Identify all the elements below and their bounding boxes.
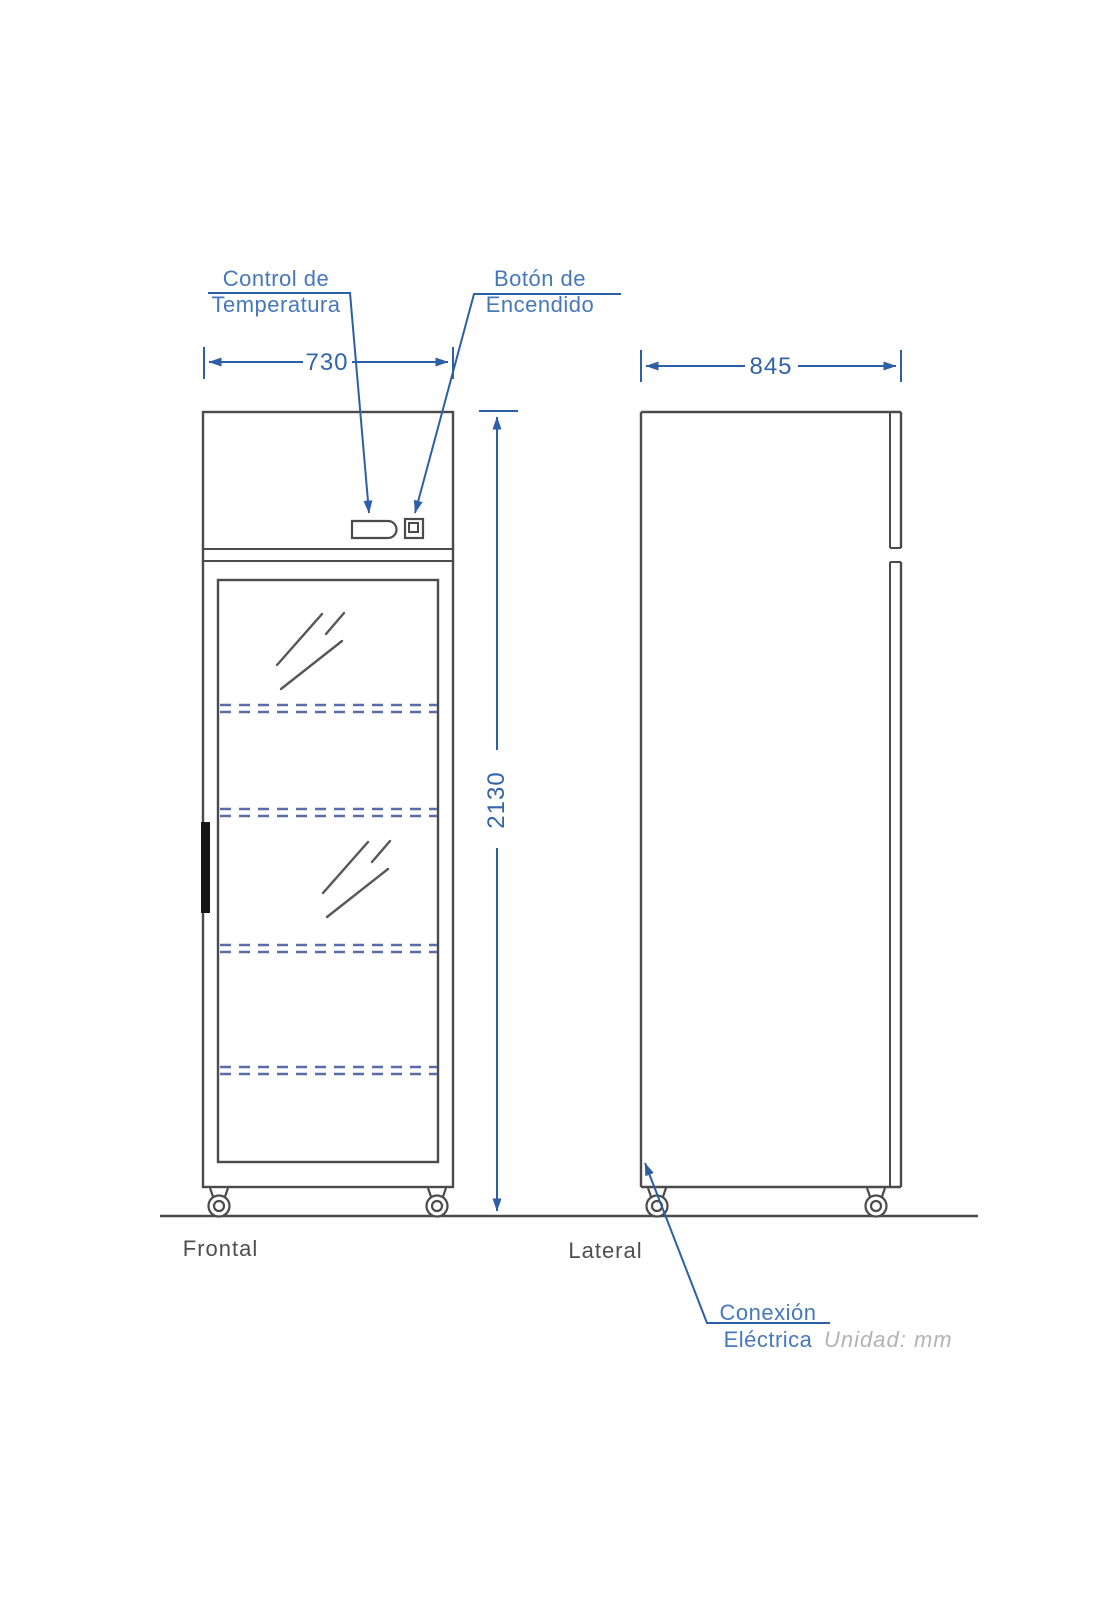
power-button-label-line1: Botón de <box>493 266 587 291</box>
glass-reflection-upper <box>275 611 346 691</box>
front-width-dimension-value: 730 <box>305 349 349 376</box>
electrical-connection-label-line2: Eléctrica <box>723 1327 813 1352</box>
shelf-lines <box>220 703 437 1076</box>
power-button-label: Botón de Encendido <box>460 266 620 318</box>
casters <box>207 1187 888 1218</box>
side-depth-dimension-value: 845 <box>749 353 793 380</box>
caster-wheel <box>645 1187 669 1218</box>
caster-wheel <box>425 1187 449 1218</box>
front-view-label: Frontal <box>182 1236 259 1261</box>
side-view-label: Lateral <box>568 1238 643 1263</box>
glass-reflection-lower <box>321 839 392 919</box>
temperature-control-label-line1: Control de <box>222 266 330 291</box>
dimension-2130 <box>479 410 518 1212</box>
caster-wheel <box>207 1187 231 1218</box>
units-note: Unidad: mm <box>824 1327 953 1352</box>
temperature-control-label: Control de Temperatura <box>196 266 356 318</box>
power-button-inner-icon <box>408 522 419 533</box>
glass-door-frame <box>216 578 440 1164</box>
power-button-icon <box>403 517 425 540</box>
electrical-connection-leader-line <box>644 1162 830 1324</box>
dimension-845 <box>640 350 902 382</box>
electrical-connection-label: Conexión Eléctrica <box>698 1299 838 1353</box>
caster-wheel <box>864 1187 888 1218</box>
side-door-edge <box>889 412 901 1187</box>
temperature-control-label-line2: Temperatura <box>211 292 341 317</box>
temperature-control-leader-line <box>208 292 373 514</box>
power-button-leader-line <box>413 293 621 514</box>
side-view <box>639 410 903 1189</box>
electrical-connection-label-line1: Conexión <box>719 1300 817 1325</box>
front-cabinet-outline <box>201 410 455 1189</box>
door-handle <box>201 822 210 913</box>
height-dimension-value: 2130 <box>483 771 510 829</box>
temperature-control-icon <box>350 519 398 540</box>
front-view <box>201 410 455 1189</box>
power-button-label-line2: Encendido <box>485 292 595 317</box>
